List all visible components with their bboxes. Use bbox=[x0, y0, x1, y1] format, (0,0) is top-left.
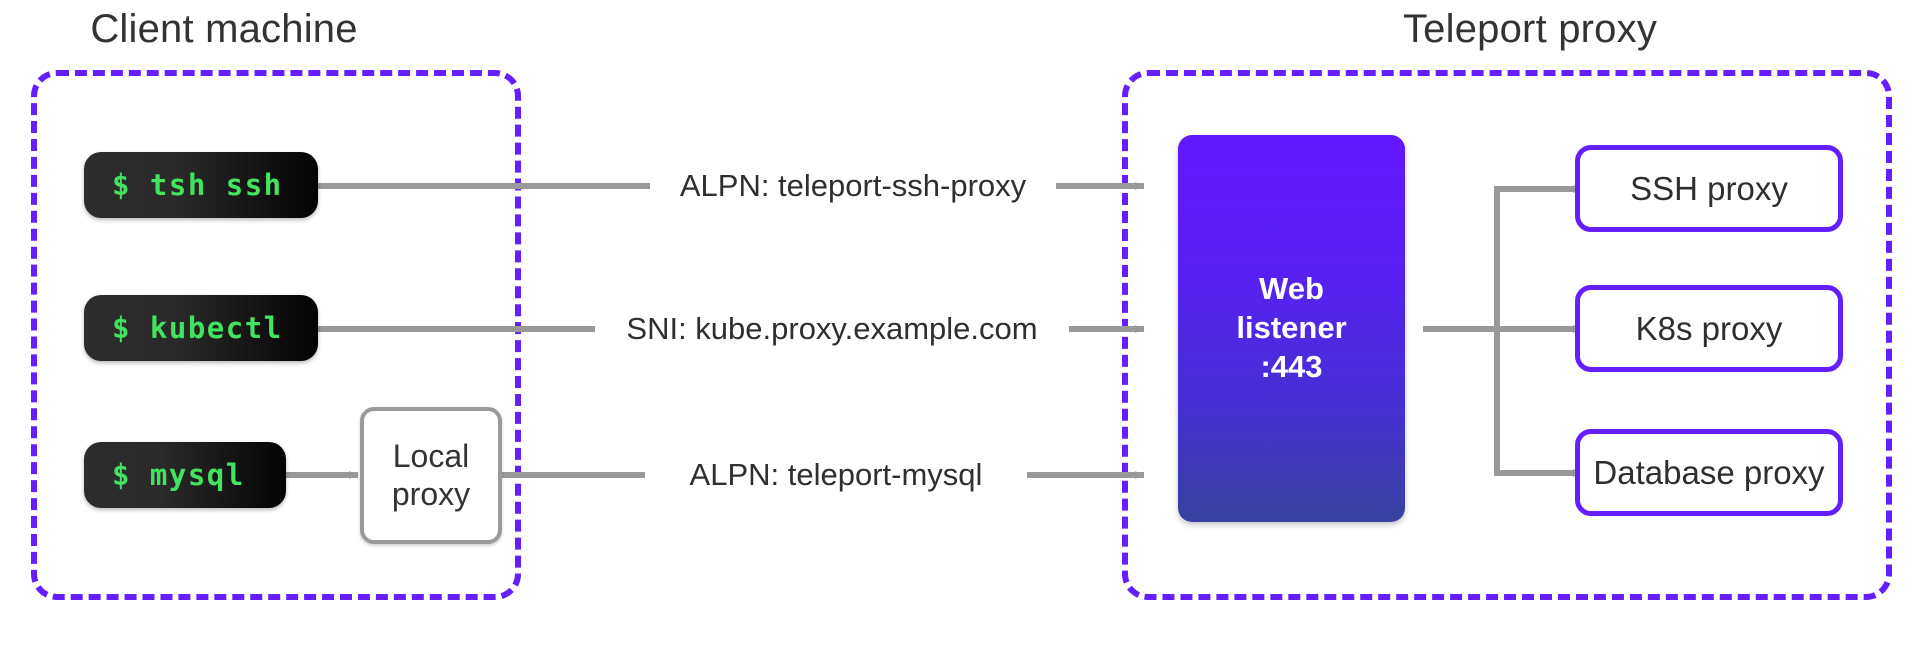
web-listener-box[interactable]: Web listener :443 bbox=[1178, 135, 1405, 522]
edge-label-alpn-ssh: ALPN: teleport-ssh-proxy bbox=[650, 170, 1056, 201]
edge-label-alpn-mysql: ALPN: teleport-mysql bbox=[645, 459, 1027, 490]
teleport-proxy-boundary bbox=[1122, 70, 1892, 600]
terminal-tsh-ssh-label: $ tsh ssh bbox=[112, 168, 283, 202]
web-listener-line3: :443 bbox=[1260, 348, 1323, 384]
terminal-mysql[interactable]: $ mysql bbox=[84, 442, 286, 508]
edge-label-sni-kube: SNI: kube.proxy.example.com bbox=[595, 313, 1069, 344]
client-machine-title: Client machine bbox=[90, 7, 358, 51]
local-proxy-label-line1: Local bbox=[392, 438, 470, 475]
terminal-tsh-ssh[interactable]: $ tsh ssh bbox=[84, 152, 318, 218]
service-database-proxy[interactable]: Database proxy bbox=[1575, 429, 1843, 516]
service-database-proxy-label: Database proxy bbox=[1593, 453, 1825, 491]
terminal-kubectl-label: $ kubectl bbox=[112, 311, 283, 345]
teleport-proxy-title: Teleport proxy bbox=[1402, 7, 1658, 51]
terminal-kubectl[interactable]: $ kubectl bbox=[84, 295, 318, 361]
client-machine-boundary bbox=[31, 70, 521, 600]
web-listener-line1: Web bbox=[1259, 271, 1324, 307]
web-listener-line2: listener bbox=[1236, 310, 1347, 346]
terminal-mysql-label: $ mysql bbox=[112, 458, 245, 492]
service-k8s-proxy-label: K8s proxy bbox=[1635, 309, 1783, 347]
service-ssh-proxy-label: SSH proxy bbox=[1630, 169, 1788, 207]
local-proxy-box[interactable]: Local proxy bbox=[360, 407, 502, 544]
service-k8s-proxy[interactable]: K8s proxy bbox=[1575, 285, 1843, 372]
local-proxy-label-line2: proxy bbox=[391, 475, 471, 512]
service-ssh-proxy[interactable]: SSH proxy bbox=[1575, 145, 1843, 232]
